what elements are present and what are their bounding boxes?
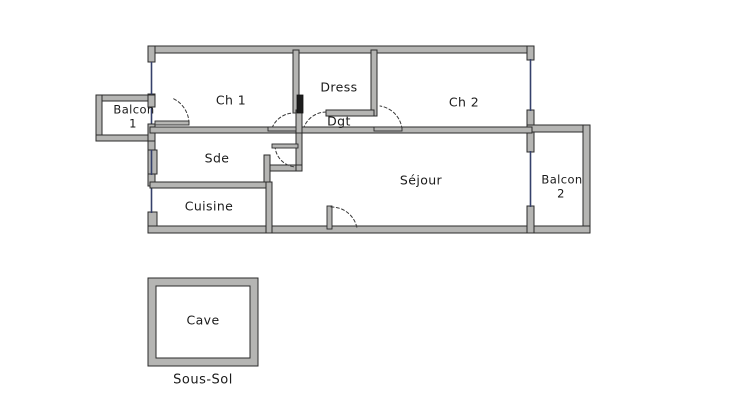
door-balcon1	[154, 97, 190, 126]
room-label-balcon1-number: 1	[129, 117, 137, 131]
basement-caption: Sous-Sol	[173, 373, 233, 388]
main-floor-group: Ch 1 Dress Ch 2 Dgt Sde Cuisine Séjour B…	[95, 45, 591, 236]
room-label-balcon2-number: 2	[557, 187, 565, 201]
door-dgt-ch2	[373, 105, 403, 132]
room-label-dgt: Dgt	[327, 114, 351, 129]
room-label-sde: Sde	[205, 151, 230, 166]
room-labels: Ch 1 Dress Ch 2 Dgt Sde Cuisine Séjour B…	[113, 80, 582, 214]
room-label-balcon1: Balcon	[113, 103, 154, 117]
door-ch1-dgt	[267, 94, 304, 132]
doors-group	[154, 94, 403, 230]
window-glazing	[150, 59, 532, 213]
interior-background	[98, 47, 590, 236]
door-entrance-sejour	[326, 205, 358, 230]
room-label-ch2: Ch 2	[449, 95, 479, 110]
basement-group: Cave Sous-Sol	[147, 277, 259, 388]
room-label-cuisine: Cuisine	[185, 199, 234, 214]
room-label-sejour: Séjour	[400, 173, 443, 188]
room-label-balcon2: Balcon	[541, 173, 582, 187]
room-label-dress: Dress	[320, 80, 357, 95]
room-label-ch1: Ch 1	[216, 93, 246, 108]
door-dress-dgt	[303, 111, 327, 128]
interior-walls	[149, 49, 533, 234]
door-sde	[271, 143, 299, 168]
room-label-cave: Cave	[186, 313, 219, 328]
